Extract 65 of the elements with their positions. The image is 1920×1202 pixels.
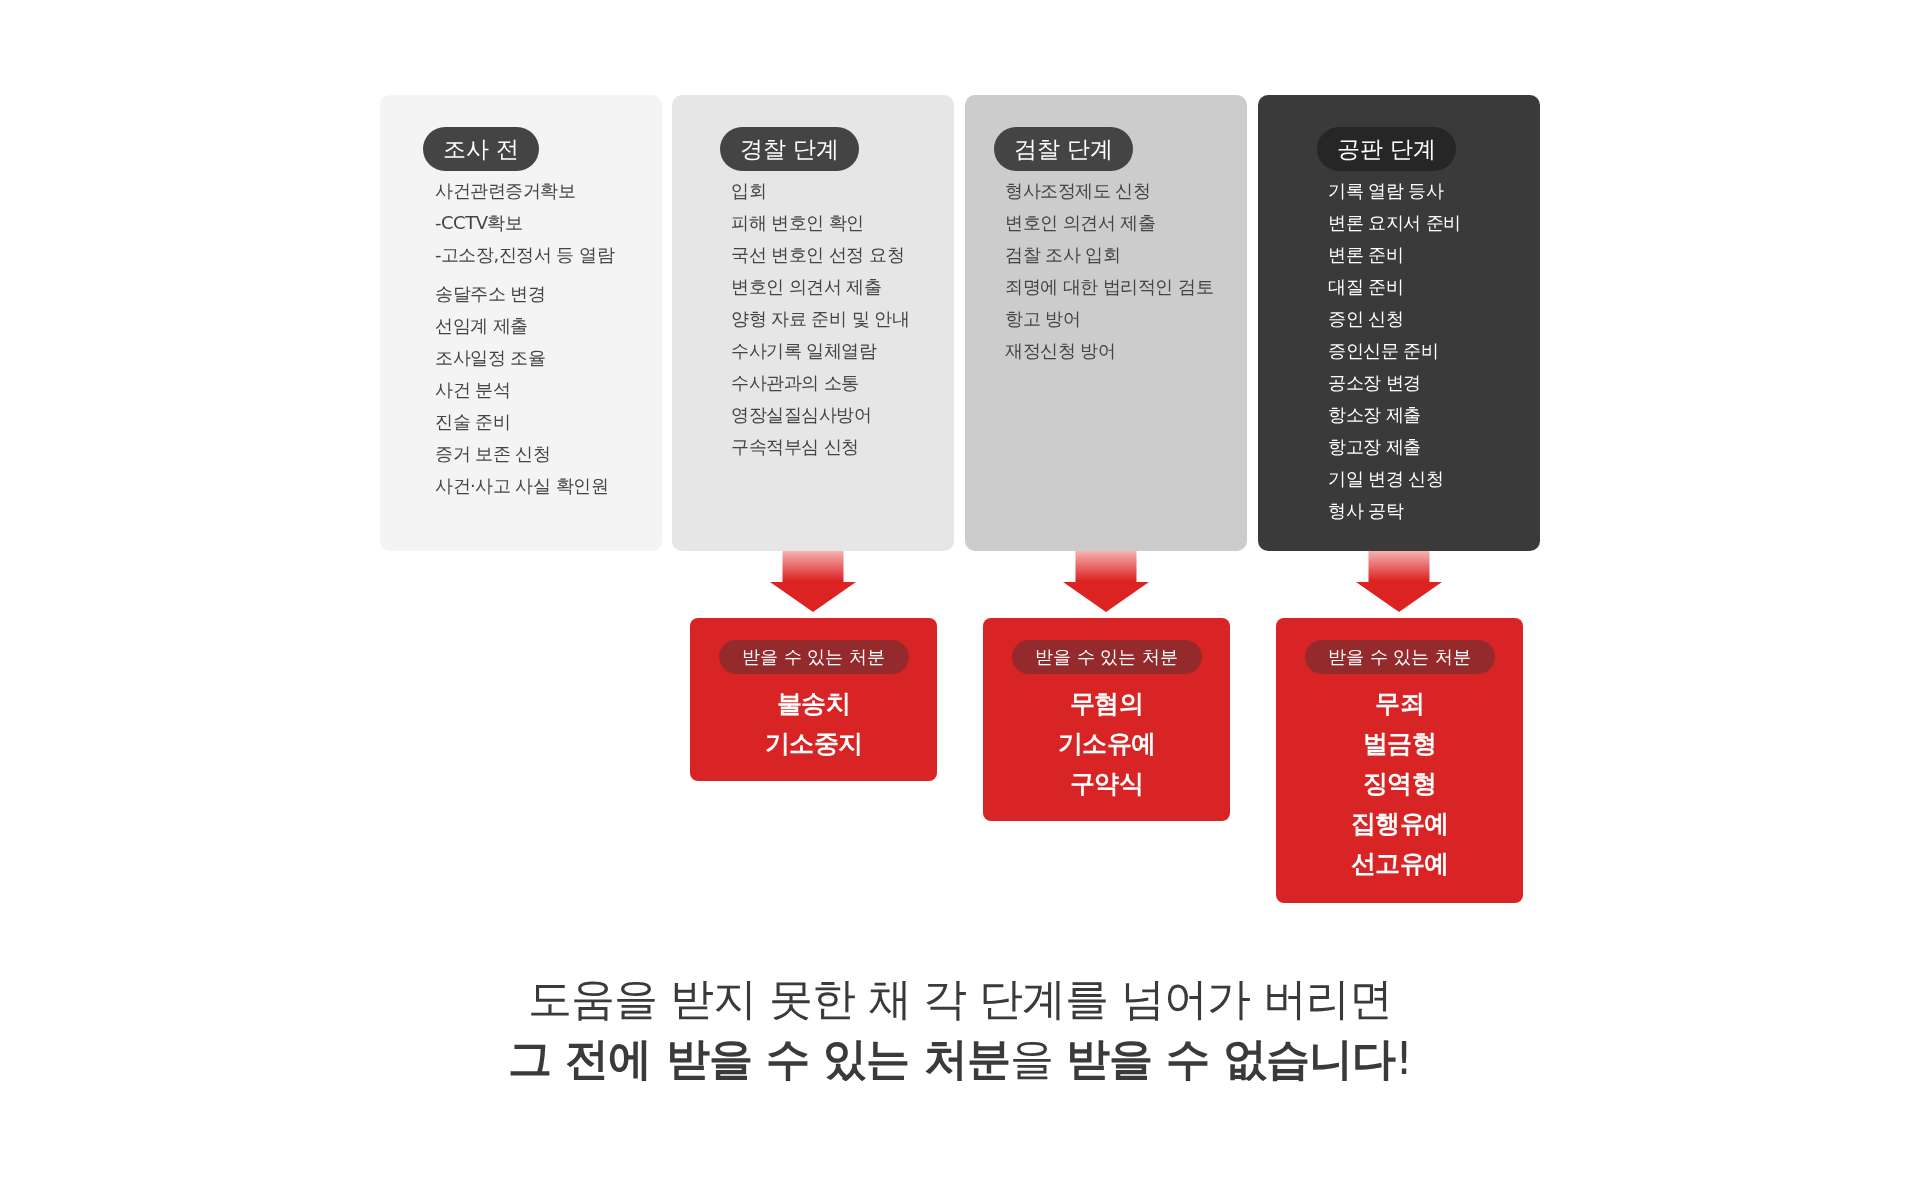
stage-badge: 조사 전	[423, 127, 540, 171]
task-item: 대질 준비	[1328, 275, 1404, 299]
task-item: 항고 방어	[1005, 307, 1081, 331]
task-item: 공소장 변경	[1328, 371, 1421, 395]
stage-panel	[965, 95, 1247, 551]
outcome-item: 구약식	[1068, 768, 1145, 800]
task-item: 변호인 의견서 제출	[1005, 211, 1156, 235]
task-item: 입회	[731, 179, 766, 203]
task-item: -CCTV확보	[435, 211, 523, 235]
outcome-item: 선고유예	[1349, 848, 1450, 880]
task-item: 사건 분석	[435, 378, 511, 402]
task-item: 증거 보존 신청	[435, 442, 551, 466]
outcome-item: 불송치	[775, 688, 852, 720]
stage-badge: 검찰 단계	[994, 127, 1134, 171]
outcome-box	[690, 618, 937, 781]
outcome-item: 기소중지	[763, 728, 864, 760]
stage-badge: 경찰 단계	[720, 127, 860, 171]
outcome-box	[1276, 618, 1523, 903]
stage-panel	[380, 95, 662, 551]
task-item: 기일 변경 신청	[1328, 467, 1444, 491]
task-item: 죄명에 대한 법리적인 검토	[1005, 275, 1214, 299]
task-item: 형사조정제도 신청	[1005, 179, 1151, 203]
task-item: 송달주소 변경	[435, 282, 546, 306]
task-item: 항고장 제출	[1328, 435, 1421, 459]
task-item: 변론 준비	[1328, 243, 1404, 267]
task-item: 사건관련증거확보	[435, 179, 575, 203]
task-item: 수사관과의 소통	[731, 371, 859, 395]
task-item: 증인신문 준비	[1328, 339, 1439, 363]
task-item: 피해 변호인 확인	[731, 211, 864, 235]
task-item: -고소장,진정서 등 열람	[435, 243, 615, 267]
task-item: 영장실질심사방어	[731, 403, 871, 427]
outcome-item: 무죄	[1374, 688, 1425, 720]
task-item: 선임계 제출	[435, 314, 528, 338]
arrow	[1063, 551, 1149, 612]
task-item: 변론 요지서 준비	[1328, 211, 1461, 235]
task-item: 증인 신청	[1328, 307, 1404, 331]
outcome-item: 집행유예	[1349, 808, 1450, 840]
outcome-badge: 받을 수 있는 처분	[1304, 640, 1495, 674]
task-item: 기록 열람 등사	[1328, 179, 1444, 203]
outcome-item: 무혐의	[1068, 688, 1145, 720]
arrow	[770, 551, 856, 612]
task-item: 구속적부심 신청	[731, 435, 859, 459]
task-item: 국선 변호인 선정 요청	[731, 243, 905, 267]
task-item: 검찰 조사 입회	[1005, 243, 1121, 267]
task-item: 항소장 제출	[1328, 403, 1421, 427]
outcome-badge: 받을 수 있는 처분	[718, 640, 909, 674]
outcome-item: 벌금형	[1361, 728, 1438, 760]
task-item: 양형 자료 준비 및 안내	[731, 307, 910, 331]
task-item: 조사일정 조율	[435, 346, 546, 370]
task-item: 형사 공탁	[1328, 499, 1404, 523]
stage-panel	[672, 95, 954, 551]
task-item: 사건·사고 사실 확인원	[435, 474, 609, 498]
arrow	[1356, 551, 1442, 612]
headline-text: 도움을 받지 못한 채 각 단계를 넘어가 버리면	[527, 972, 1393, 1026]
task-item: 변호인 의견서 제출	[731, 275, 882, 299]
task-item: 진술 준비	[435, 410, 511, 434]
outcome-item: 기소유예	[1056, 728, 1157, 760]
stage-badge: 공판 단계	[1317, 127, 1457, 171]
outcome-item: 징역형	[1361, 768, 1438, 800]
outcome-box	[983, 618, 1230, 821]
task-item: 수사기록 일체열람	[731, 339, 877, 363]
stage-panel	[1258, 95, 1540, 551]
headline-text: 그 전에 받을 수 있는 처분을 받을 수 없습니다!	[508, 1032, 1412, 1086]
outcome-badge: 받을 수 있는 처분	[1011, 640, 1202, 674]
task-item: 재정신청 방어	[1005, 339, 1116, 363]
